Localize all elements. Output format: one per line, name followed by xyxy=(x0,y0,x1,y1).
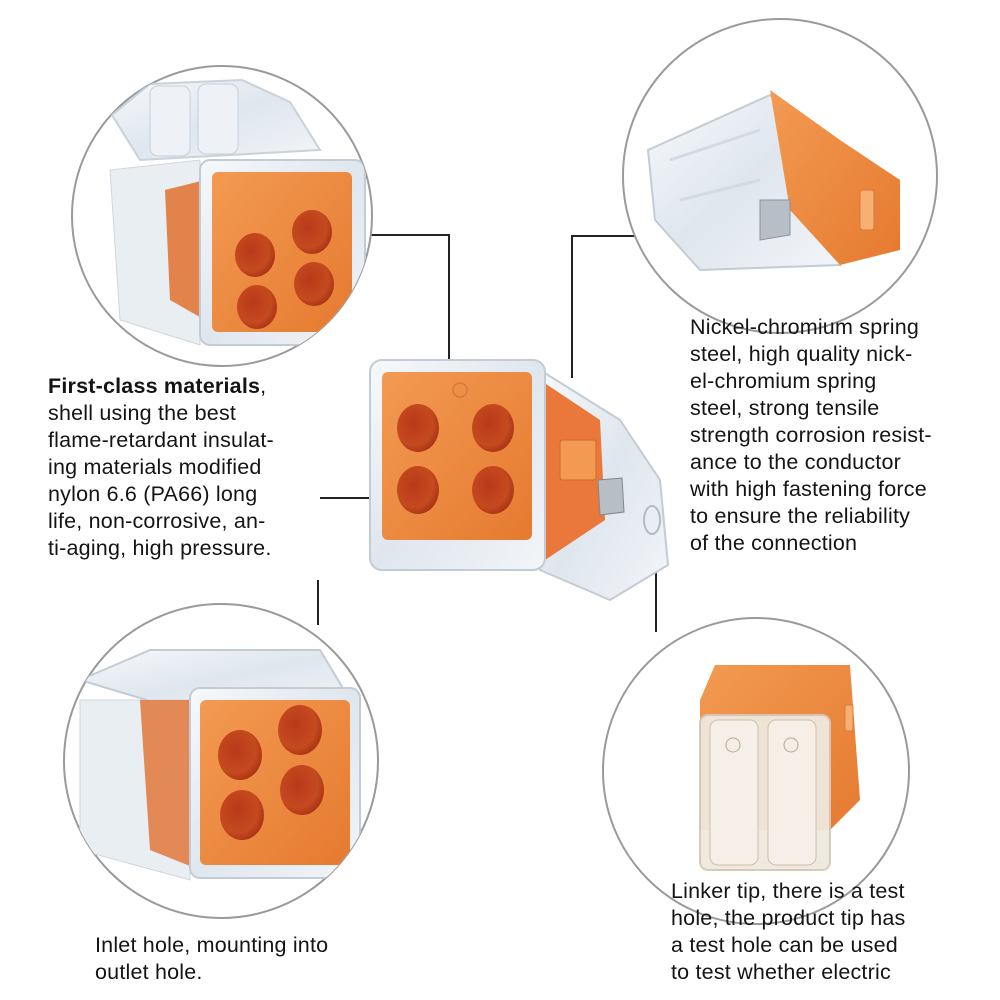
callout-materials-line: life, non-corrosive, an- xyxy=(48,509,266,533)
callout-materials-line: ing materials modified xyxy=(48,455,262,479)
connector-top-image xyxy=(602,617,910,925)
callout-materials-line: flame-retardant insulat- xyxy=(48,428,274,452)
callout-inlet-line: Inlet hole, mounting into xyxy=(95,933,329,957)
callout-spring-line: steel, high quality nick- xyxy=(690,342,913,366)
callout-spring-line: with high fastening force xyxy=(690,477,927,501)
callout-spring-line: ance to the conductor xyxy=(690,450,901,474)
callout-materials: First-class materials, shell using the b… xyxy=(48,373,274,562)
leader-line-top-left xyxy=(363,234,450,360)
callout-spring: Nickel-chromium spring steel, high quali… xyxy=(690,314,932,557)
callout-materials-line: nylon 6.6 (PA66) long xyxy=(48,482,258,506)
callout-materials-line: shell using the best xyxy=(48,401,237,425)
connector-front-image xyxy=(71,65,373,367)
callout-materials-line: ti-aging, high pressure. xyxy=(48,536,272,560)
callout-spring-line: Nickel-chromium spring xyxy=(690,315,920,339)
callout-materials-heading: First-class materials, xyxy=(48,374,267,398)
callout-inlet: Inlet hole, mounting into outlet hole. xyxy=(95,932,328,986)
callout-tip: Linker tip, there is a test hole, the pr… xyxy=(671,878,906,986)
callout-inlet-line: outlet hole. xyxy=(95,960,203,984)
callout-materials-title: First-class materials xyxy=(48,374,261,398)
callout-spring-line: to ensure the reliability xyxy=(690,504,911,528)
callout-spring-line: steel, strong tensile xyxy=(690,396,880,420)
callout-tip-line: to test whether electric xyxy=(671,960,891,984)
connector-angled-image xyxy=(63,603,379,919)
connector-side-image xyxy=(622,18,938,334)
callout-tip-line: Linker tip, there is a test xyxy=(671,879,905,903)
leader-line-top-right xyxy=(571,235,660,378)
callout-spring-line: of the connection xyxy=(690,531,858,555)
callout-spring-line: strength corrosion resist- xyxy=(690,423,932,447)
callout-tip-line: hole, the product tip has xyxy=(671,906,906,930)
connector-center-image xyxy=(369,359,670,602)
callout-spring-line: el-chromium spring xyxy=(690,369,877,393)
callout-tip-line: a test hole can be used xyxy=(671,933,898,957)
